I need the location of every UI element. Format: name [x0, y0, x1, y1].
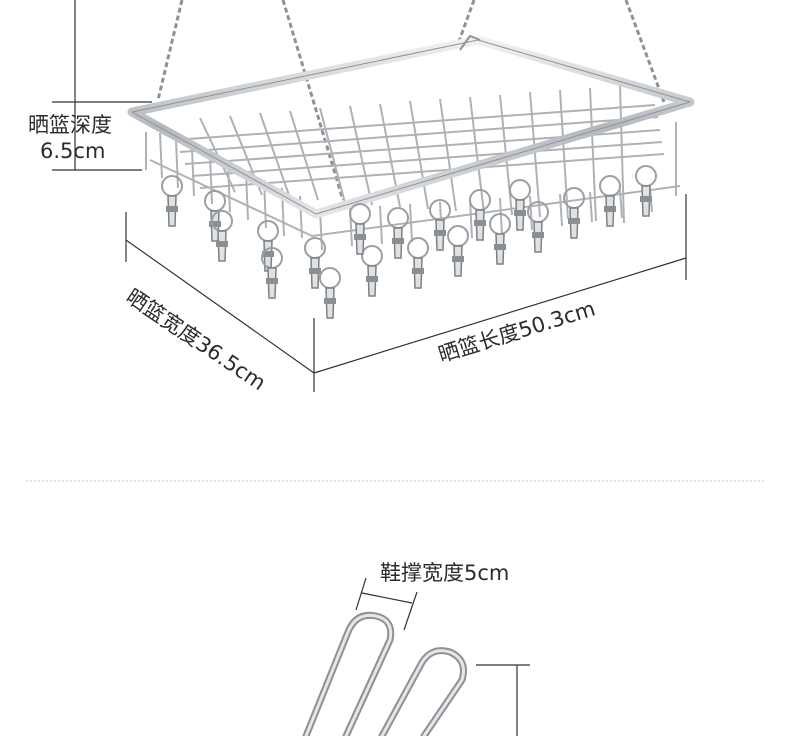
clothes-peg — [509, 179, 531, 231]
clothes-peg — [527, 201, 549, 253]
clothes-peg — [469, 189, 491, 241]
clothes-peg — [261, 247, 283, 299]
chain-right — [624, 0, 666, 103]
depth-title-label: 晒篮深度 — [28, 113, 112, 137]
clothes-peg — [257, 220, 279, 272]
shoe-dryer-left — [302, 611, 395, 736]
shoe-width-tick-right — [403, 591, 418, 631]
clothes-peg — [599, 175, 621, 227]
clothes-peg — [387, 207, 409, 259]
clothes-peg — [563, 187, 585, 239]
depth-value-label: 6.5cm — [40, 139, 106, 163]
clothes-peg — [319, 267, 341, 319]
clothes-peg — [304, 237, 326, 289]
width-dimension-line — [125, 239, 315, 374]
clothes-peg — [447, 225, 469, 277]
length-dimension-line — [313, 257, 687, 374]
shoe-dryer-right — [378, 647, 467, 736]
clothes-peg — [349, 203, 371, 255]
shoe-dryers — [302, 611, 467, 736]
basket-frame — [127, 34, 695, 219]
clothes-peg — [211, 210, 233, 262]
clothes-peg — [635, 165, 657, 217]
chain-middle-left — [281, 0, 345, 201]
clothes-peg — [407, 237, 429, 289]
clothes-peg — [489, 213, 511, 265]
clothes-pegs — [161, 165, 657, 319]
shoe-width-line — [361, 592, 413, 604]
hanging-chains — [156, 0, 666, 201]
clothes-peg — [161, 175, 183, 227]
dimension-lines — [52, 0, 687, 736]
chain-left — [156, 0, 184, 101]
shoe-width-tick-left — [355, 577, 367, 611]
shoe-width-label: 鞋撑宽度5cm — [380, 561, 510, 585]
clothes-peg — [429, 199, 451, 251]
clothes-peg — [361, 245, 383, 297]
